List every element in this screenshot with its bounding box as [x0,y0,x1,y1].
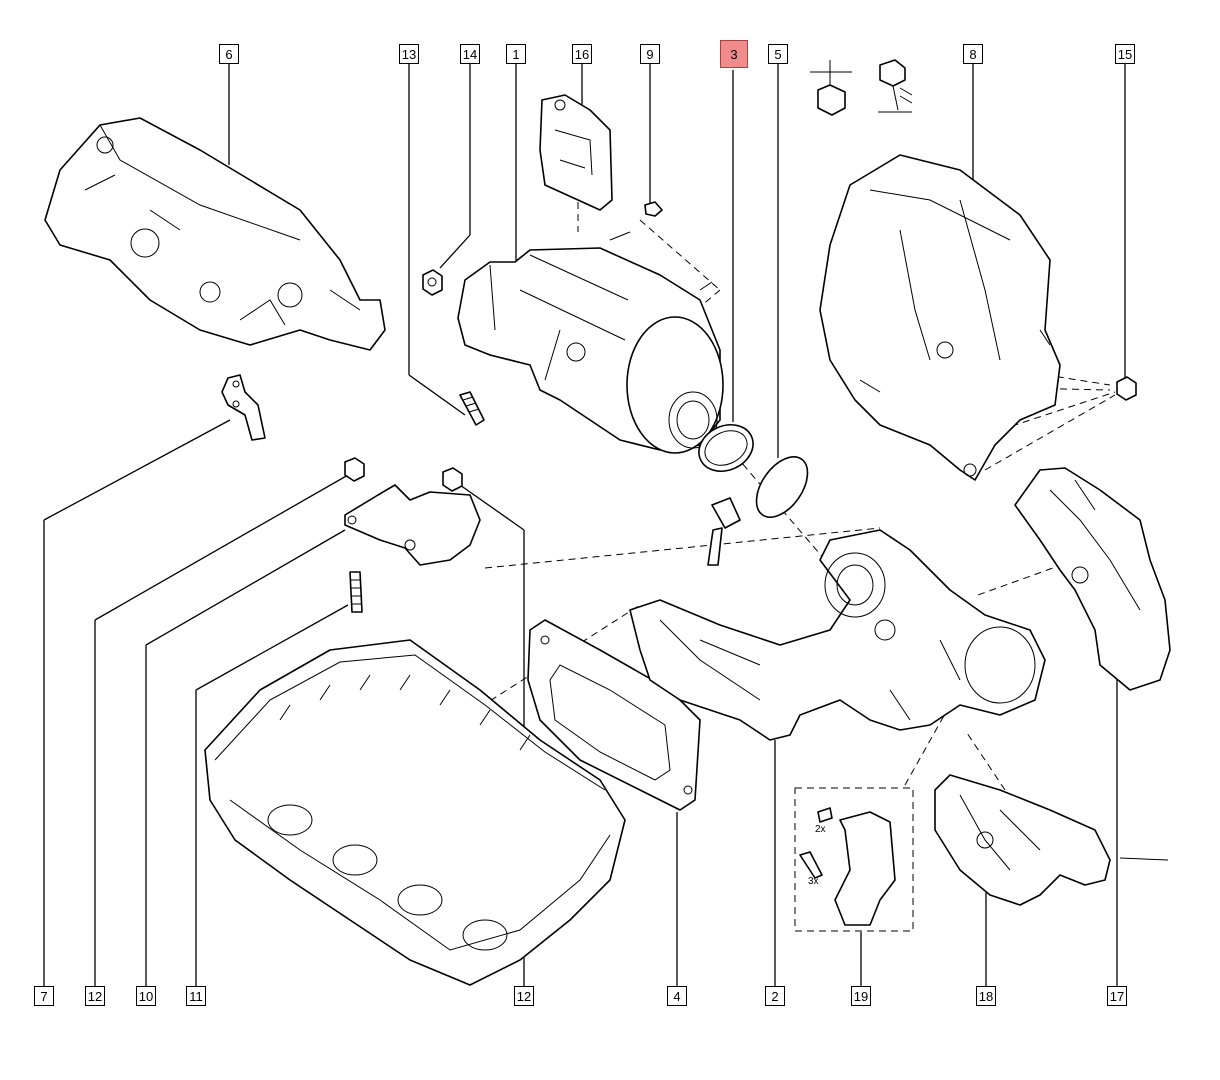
part-2-exhaust-manifold-turbo [629,529,1046,741]
part-3-seal-ring [698,424,754,472]
part-18-heat-shield [934,774,1169,906]
callout-part-13[interactable]: 13 [399,44,419,64]
leader-lines [43,63,1126,986]
part-8-heat-shield [819,154,1061,481]
cylinder-head [204,639,626,986]
part-12-nuts [344,457,463,492]
part-14-nut [422,269,443,296]
callout-part-8[interactable]: 8 [963,44,983,64]
fastener-sketches [810,59,913,116]
callout-part-11[interactable]: 11 [186,986,206,1006]
part-15-nut [1116,376,1137,401]
part-6-heat-shield [44,117,386,351]
part-1-catalytic-converter [457,231,724,454]
part-11-stud [349,571,363,613]
callout-part-6[interactable]: 6 [219,44,239,64]
part-17-heat-shield [1014,467,1171,691]
callout-part-5[interactable]: 5 [768,44,788,64]
part-16-bracket [539,94,613,211]
part-4-gasket [527,619,701,811]
part-7-bracket [221,374,266,441]
part-10-bracket [344,484,481,566]
callout-part-18[interactable]: 18 [976,986,996,1006]
part-9-nut [644,201,663,217]
callout-part-12-left[interactable]: 12 [85,986,105,1006]
callout-part-10[interactable]: 10 [136,986,156,1006]
callout-part-7[interactable]: 7 [34,986,54,1006]
part-19-actuator-kit [794,787,914,932]
callout-part-1[interactable]: 1 [506,44,526,64]
quantity-note-screw: 3x [808,876,819,887]
part-5-clamp [707,456,809,566]
callout-part-2[interactable]: 2 [765,986,785,1006]
callout-part-9[interactable]: 9 [640,44,660,64]
callout-part-14[interactable]: 14 [460,44,480,64]
callout-part-12-right[interactable]: 12 [514,986,534,1006]
callout-part-16[interactable]: 16 [572,44,592,64]
callout-part-15[interactable]: 15 [1115,44,1135,64]
callout-part-19[interactable]: 19 [851,986,871,1006]
part-13-stud [459,391,485,426]
callout-part-3-highlighted[interactable]: 3 [720,40,748,68]
quantity-note-clip: 2x [815,824,826,835]
callout-part-17[interactable]: 17 [1107,986,1127,1006]
callout-part-4[interactable]: 4 [667,986,687,1006]
